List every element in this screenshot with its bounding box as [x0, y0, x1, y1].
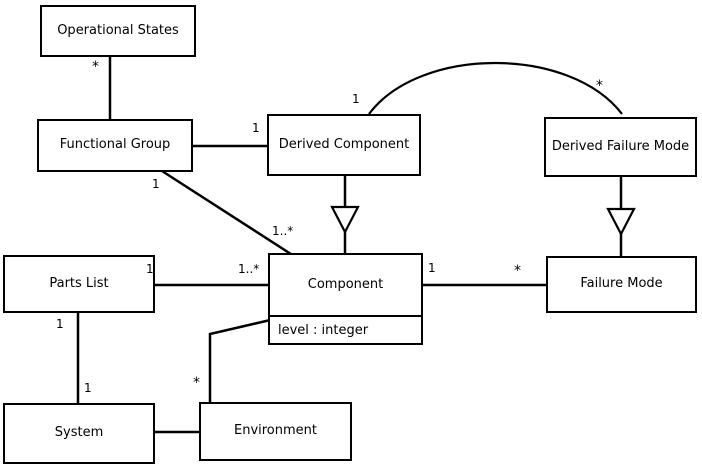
class-name-component: Component	[307, 276, 384, 292]
class-box-environment[interactable]: Environment	[199, 402, 352, 461]
multiplicity-label-component-environment: *	[193, 375, 200, 391]
class-box-functional-group[interactable]: Functional Group	[37, 119, 193, 172]
class-box-derived-component[interactable]: Derived Component	[267, 114, 421, 176]
multiplicity-label-parts-list-component-target: 1..*	[238, 262, 260, 276]
class-box-component[interactable]: Component level : integer	[268, 253, 423, 345]
class-name-environment: Environment	[233, 423, 317, 439]
generalization-triangle-icon-component	[330, 205, 360, 235]
class-box-parts-list[interactable]: Parts List	[3, 255, 155, 313]
edge-functional-group-component	[161, 169, 295, 258]
class-name-system: System	[54, 425, 104, 441]
edge-derived-component-derived-failure-mode	[368, 61, 623, 115]
multiplicity-label-functional-group-component-source: 1	[152, 177, 160, 191]
class-box-system[interactable]: System	[3, 403, 155, 464]
class-name-failure-mode: Failure Mode	[580, 276, 663, 292]
multiplicity-label-functional-group-component-target: 1..*	[272, 224, 294, 238]
multiplicity-label-derived-failure-mode-curve: *	[596, 78, 603, 94]
class-name-parts-list: Parts List	[49, 275, 109, 291]
class-name-derived-component: Derived Component	[278, 136, 410, 152]
class-box-failure-mode[interactable]: Failure Mode	[546, 256, 697, 313]
multiplicity-label-derived-component-association: 1	[252, 121, 260, 135]
multiplicity-label-parts-list-system-target: 1	[84, 381, 92, 395]
multiplicity-label-derived-component-curve: 1	[352, 92, 360, 106]
multiplicity-label-parts-list-component-source: 1	[146, 262, 154, 276]
class-box-derived-failure-mode[interactable]: Derived Failure Mode	[544, 117, 697, 177]
class-name-operational-states: Operational States	[57, 22, 179, 38]
class-box-operational-states[interactable]: Operational States	[40, 5, 196, 57]
class-attribute-component-level: level : integer	[270, 315, 421, 343]
class-name-functional-group: Functional Group	[59, 137, 171, 153]
multiplicity-label-component-failure-mode-source: 1	[428, 261, 436, 275]
generalization-triangle-icon-failure-mode	[606, 207, 636, 237]
multiplicity-label-parts-list-system-source: 1	[56, 317, 64, 331]
class-name-derived-failure-mode: Derived Failure Mode	[551, 138, 690, 154]
multiplicity-label-component-failure-mode-target: *	[514, 263, 521, 279]
multiplicity-label-operational-states: *	[92, 59, 99, 75]
